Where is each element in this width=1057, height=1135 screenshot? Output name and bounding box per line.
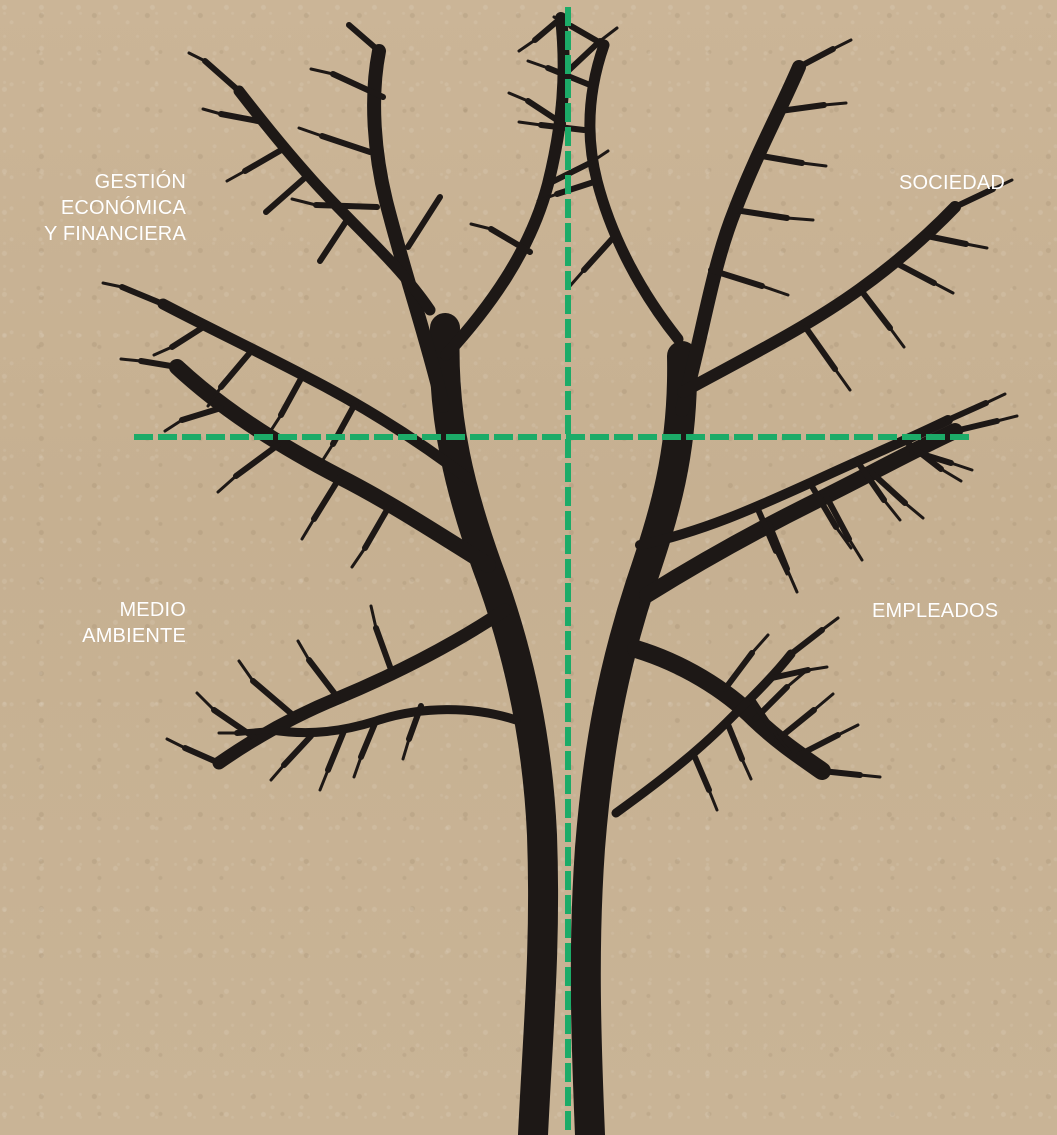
tree-icon [103, 17, 1017, 1135]
label-top-right: SOCIEDAD [899, 170, 1049, 196]
label-top-left: GESTIÓN ECONÓMICA Y FINANCIERA [6, 169, 186, 247]
label-bottom-left: MEDIO AMBIENTE [18, 597, 186, 649]
label-bottom-right: EMPLEADOS [872, 598, 1052, 624]
